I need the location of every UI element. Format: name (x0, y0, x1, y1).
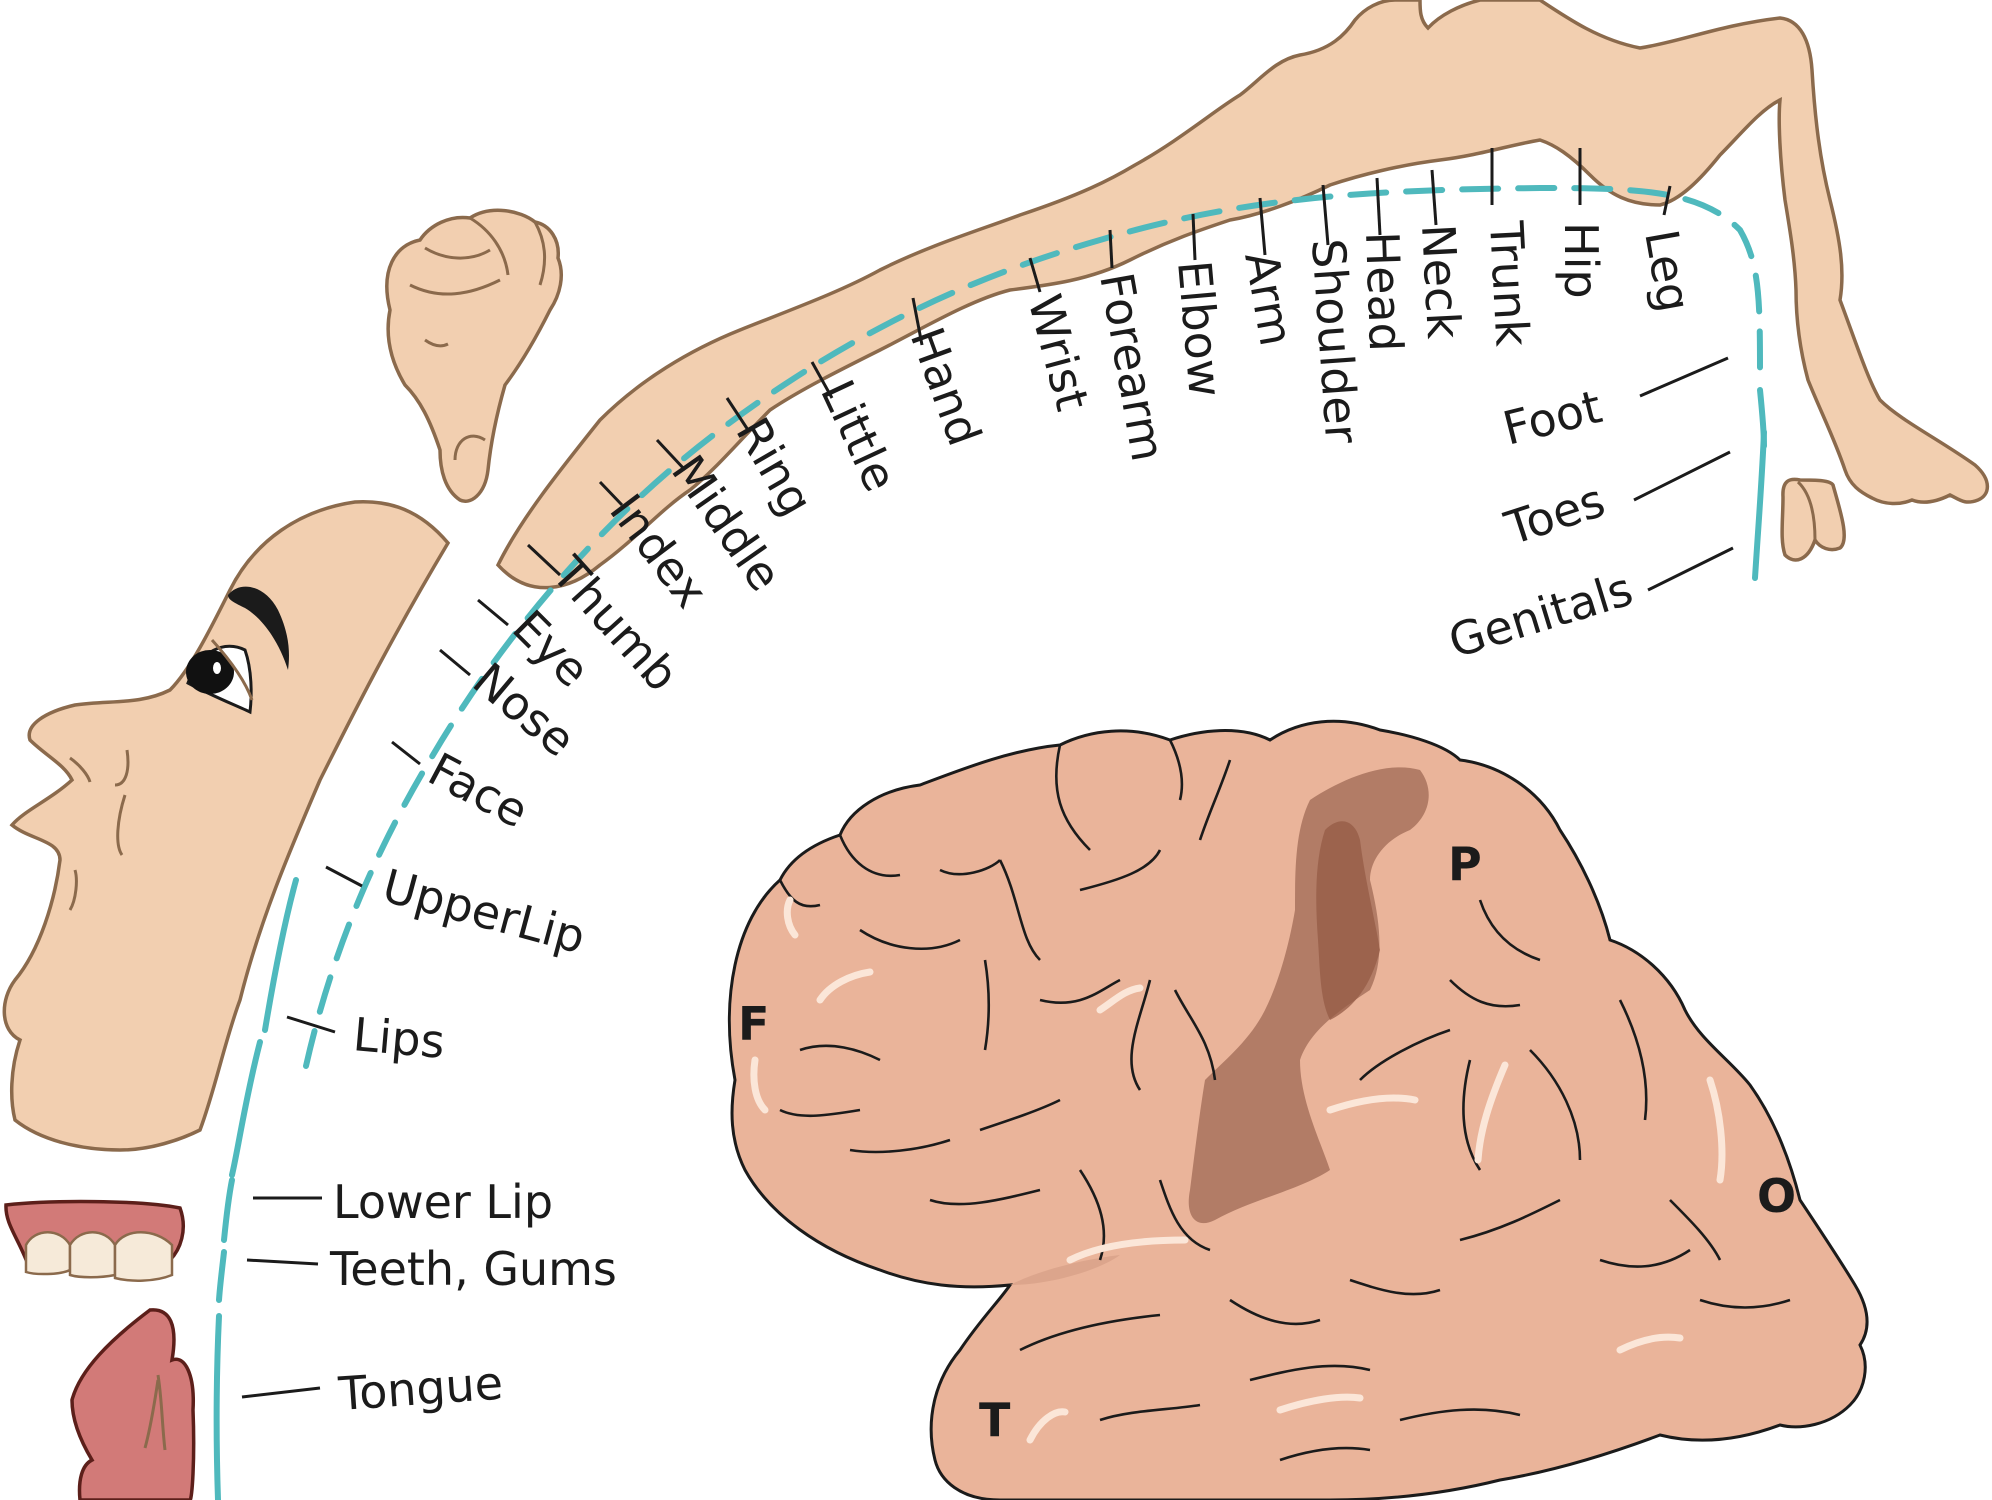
somatosensory-strip (1188, 767, 1429, 1224)
tongue-shape (70, 1308, 196, 1500)
label-foot: Foot (1498, 379, 1607, 455)
tick-eye (477, 598, 509, 627)
face-wrinkles (68, 638, 254, 911)
label-ticks (241, 148, 1734, 1399)
tick-hand (911, 297, 924, 346)
tick-foot (1639, 356, 1729, 398)
cortex-arc (213, 184, 1767, 1500)
tick-wrist (1028, 257, 1042, 293)
label-tongue: Tongue (336, 1356, 505, 1421)
tick-lips (286, 1015, 336, 1034)
label-wrist: Wrist (1017, 289, 1099, 416)
label-upperlip: UpperLip (377, 858, 591, 964)
label-leg: Leg (1634, 226, 1701, 316)
tick-upperlip (325, 865, 363, 888)
brain-sulci (778, 739, 1791, 1462)
genitals-line (1796, 480, 1817, 541)
brain-shading (1010, 1255, 1120, 1285)
tick-elbow (1191, 213, 1197, 261)
arc-tongue-segment (213, 1313, 222, 1500)
tongue-lines (143, 1374, 167, 1451)
eye-pupil (186, 650, 234, 694)
label-forearm: Forearm (1089, 269, 1175, 466)
tick-ring (725, 397, 750, 431)
label-hand: Hand (900, 320, 992, 452)
brain (727, 719, 1869, 1500)
lobe-label-temporal: T (979, 1393, 1011, 1447)
tick-middle (655, 438, 687, 472)
eyebrow (228, 586, 289, 670)
tick-little (810, 361, 834, 399)
label-genitals: Genitals (1442, 562, 1638, 669)
label-elbow: Elbow (1167, 258, 1233, 399)
face-shape (2, 500, 451, 1152)
tick-leg (1662, 185, 1672, 216)
tick-tongue (241, 1386, 321, 1399)
tick-shoulder (1321, 184, 1330, 246)
tick-index (598, 480, 624, 507)
homunculus-face (2, 500, 451, 1500)
label-arm: Arm (1234, 248, 1304, 350)
fist-shape (385, 208, 563, 503)
tick-thumb (526, 543, 562, 577)
arc-upper-lip-segment (262, 877, 299, 1033)
arc-dashed-upper (303, 184, 1763, 1069)
tick-teeth (246, 1258, 319, 1266)
tick-genitals (1647, 546, 1734, 592)
brain-highlights (750, 896, 1726, 1444)
label-lips: Lips (351, 1007, 447, 1069)
eye-glint (213, 662, 221, 674)
fist-finger-lines (409, 216, 546, 461)
label-face: Face (420, 742, 537, 839)
tooth-1 (24, 1231, 72, 1276)
tick-face (391, 740, 421, 766)
tooth-2 (68, 1231, 117, 1279)
tick-neck (1430, 169, 1438, 226)
tick-forearm (1108, 229, 1114, 269)
tick-toes (1633, 450, 1731, 502)
lobe-label-frontal: F (738, 997, 769, 1051)
lobe-label-parietal: P (1448, 837, 1482, 891)
label-toes: Toes (1498, 473, 1611, 556)
tooth-3 (113, 1231, 174, 1282)
homunculus-body (385, 0, 1990, 590)
label-neck: Neck (1411, 223, 1471, 341)
arm-trunk-leg-shape (495, 0, 1990, 590)
tick-arm (1258, 197, 1267, 256)
arc-lowerlip-segment (221, 1177, 235, 1243)
tick-head (1375, 177, 1382, 236)
arc-lips-segment (229, 1039, 263, 1178)
label-trunk: Trunk (1479, 219, 1540, 348)
lobe-labels: F P O T (738, 837, 1796, 1447)
label-head: Head (1355, 230, 1413, 352)
arc-right-segment-2 (1752, 429, 1767, 581)
tick-nose (439, 648, 471, 677)
label-teeth: Teeth, Gums (329, 1242, 617, 1296)
arc-teeth-segment (216, 1249, 227, 1303)
label-little: Little (810, 372, 908, 500)
somatosensory-strip-dark (1316, 821, 1380, 1020)
label-lowerlip: Lower Lip (333, 1175, 553, 1229)
lobe-label-occipital: O (1757, 1169, 1796, 1223)
label-hip: Hip (1554, 222, 1608, 299)
